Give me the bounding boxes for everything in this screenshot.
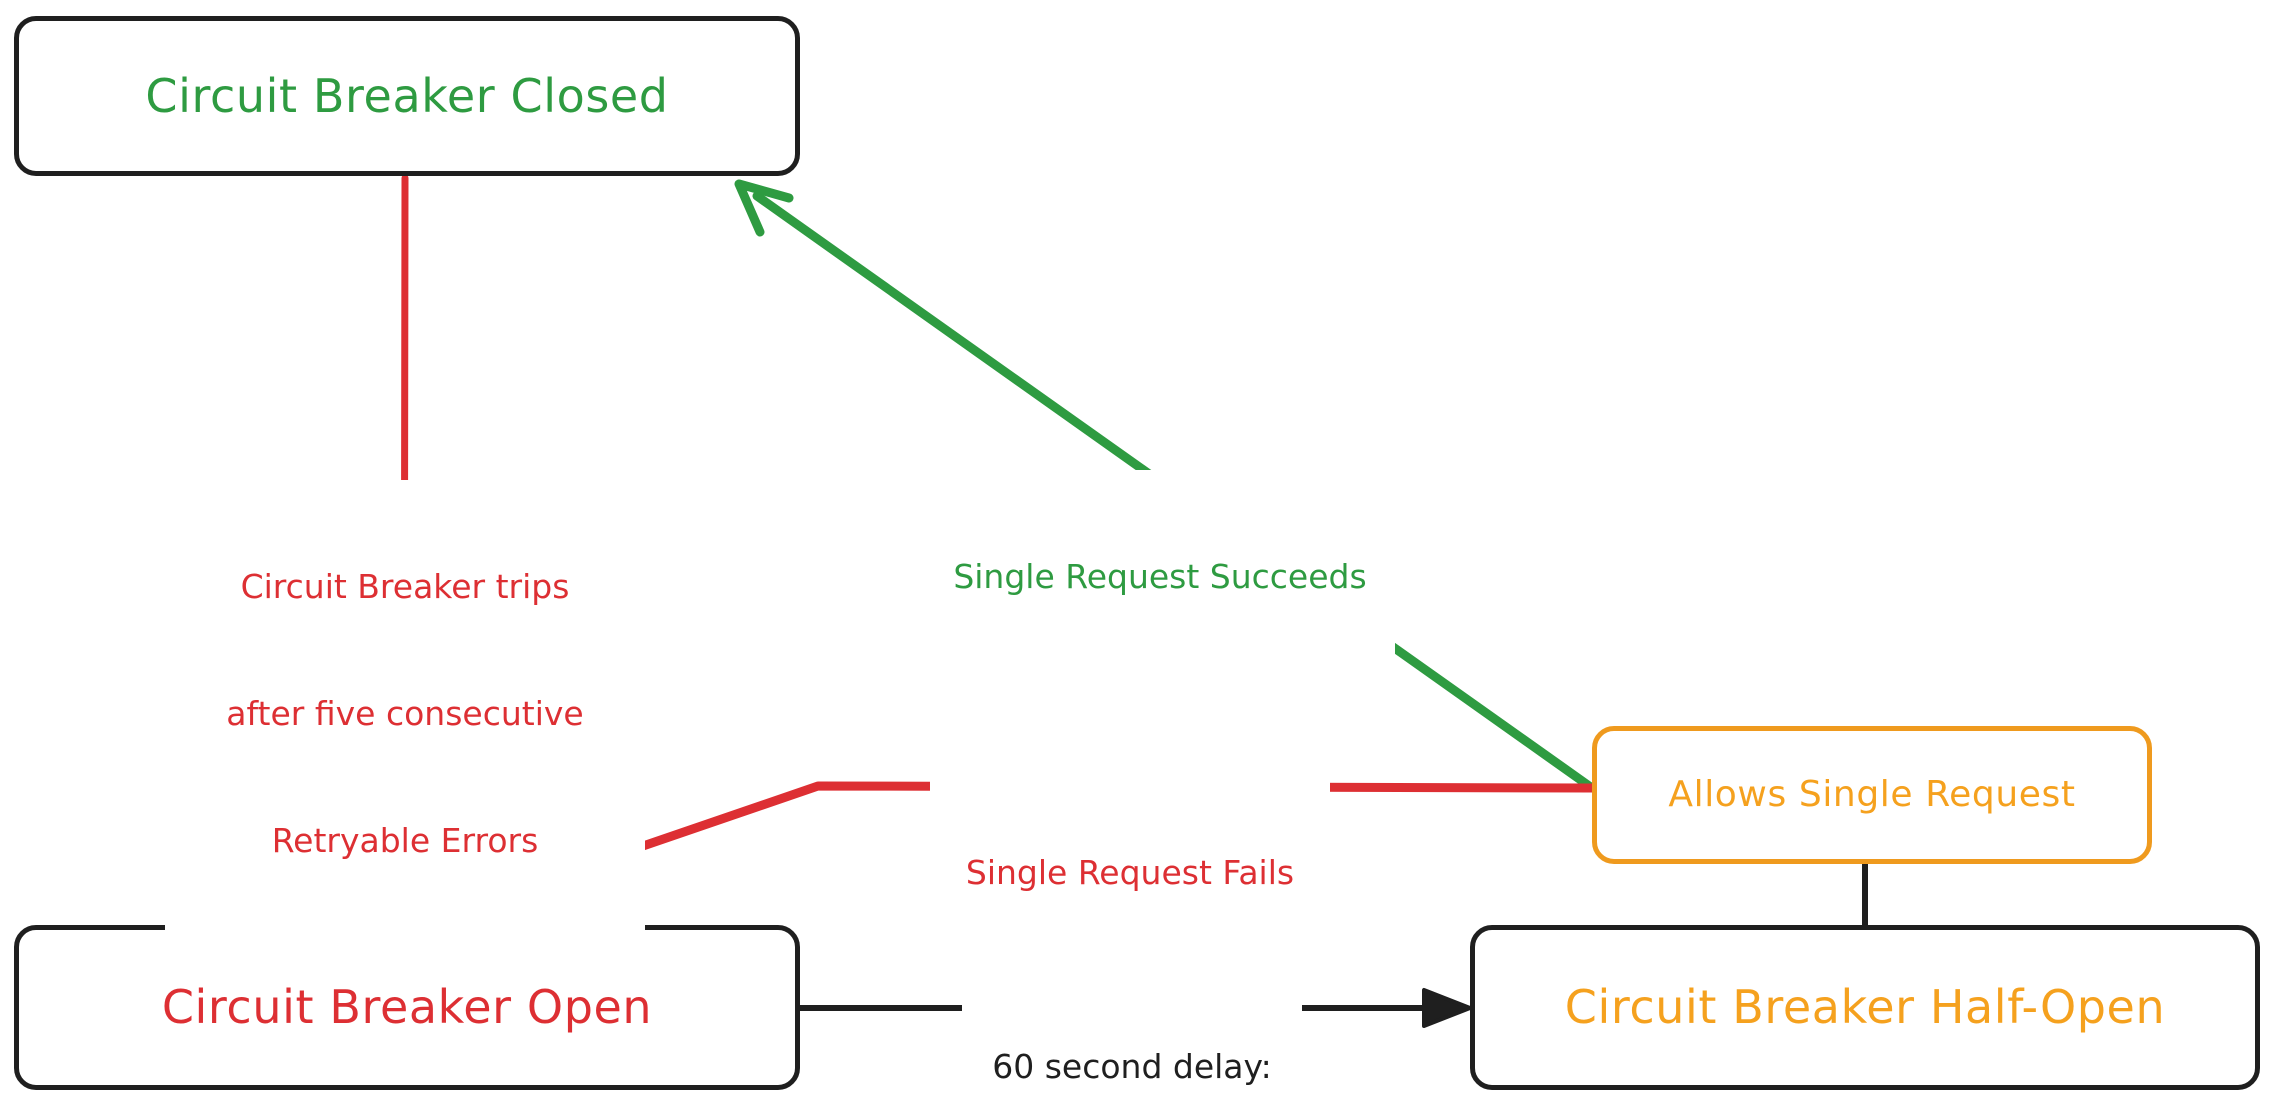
node-allows-single-request[interactable]: Allows Single Request <box>1592 726 2152 864</box>
node-circuit-breaker-closed[interactable]: Circuit Breaker Closed <box>14 16 800 176</box>
edge-label-60-second-delay: 60 second delay: No requests allowed <box>962 960 1302 1107</box>
edge-label-delay-line-1: 60 second delay: <box>992 1047 1272 1087</box>
edge-label-trips-line-1: Circuit Breaker trips <box>240 567 570 607</box>
edge-label-single-request-fails: Single Request Fails <box>930 766 1330 982</box>
node-label-half-open: Circuit Breaker Half-Open <box>1564 980 2166 1035</box>
edge-label-succeeds-text: Single Request Succeeds <box>953 557 1367 597</box>
edge-label-single-request-succeeds: Single Request Succeeds <box>925 470 1395 686</box>
node-circuit-breaker-open[interactable]: Circuit Breaker Open <box>14 925 800 1090</box>
node-circuit-breaker-half-open[interactable]: Circuit Breaker Half-Open <box>1470 925 2260 1090</box>
edge-label-fails-text: Single Request Fails <box>965 853 1295 893</box>
edge-label-circuit-breaker-trips: Circuit Breaker trips after five consecu… <box>165 480 645 949</box>
node-label-allows-single-request: Allows Single Request <box>1668 774 2076 816</box>
node-label-open: Circuit Breaker Open <box>161 980 653 1035</box>
edge-label-trips-line-3: Retryable Errors <box>271 820 539 860</box>
edge-label-trips-line-2: after five consecutive <box>226 694 584 734</box>
node-label-closed: Circuit Breaker Closed <box>145 68 669 123</box>
